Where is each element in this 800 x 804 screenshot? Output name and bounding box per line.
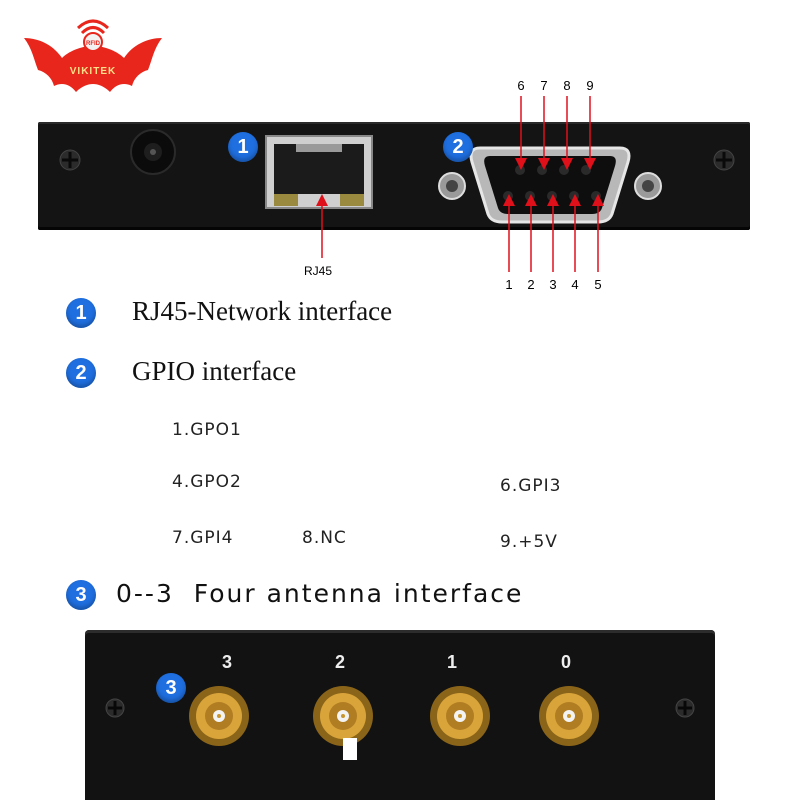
gpio-number-badge: 2	[443, 132, 473, 162]
pin-desc-4: 4.GPO2	[172, 472, 242, 492]
sma-connector-3-icon	[189, 686, 249, 746]
pin-number-6: 6	[517, 78, 525, 93]
bat-logo-icon: RFID VIKITEK	[24, 19, 162, 92]
pin-desc-9: 9.+5V	[500, 532, 558, 552]
pin-number-2: 2	[527, 277, 535, 292]
logo-badge-text: RFID	[86, 41, 101, 47]
legend-badge-2: 2	[66, 358, 96, 388]
vikitek-logo: RFID VIKITEK	[18, 8, 168, 108]
sma-connector-1-icon	[430, 686, 490, 746]
legend-gpio-title: GPIO interface	[132, 356, 297, 386]
pin-number-4: 4	[571, 277, 579, 292]
cable-tag	[343, 738, 357, 760]
sma-connector-0-icon	[539, 686, 599, 746]
antenna-label-3: 3	[222, 652, 233, 672]
screw-icon	[675, 698, 695, 718]
rj45-number-badge: 1	[228, 132, 258, 162]
dc-power-jack-icon	[130, 129, 176, 175]
legend-badge-1: 1	[66, 298, 96, 328]
sma-connector-2-icon	[313, 686, 373, 746]
reader-front-panel	[85, 630, 715, 800]
legend-badge-3: 3	[66, 580, 96, 610]
antenna-number-badge: 3	[156, 673, 186, 703]
antenna-panel-graphic	[105, 686, 695, 746]
antenna-label-0: 0	[561, 652, 572, 672]
pin-desc-8: 8.NC	[302, 528, 347, 548]
pin-number-8: 8	[563, 78, 571, 93]
pin-desc-7: 7.GPI4	[172, 528, 234, 548]
legend-rj45-title: RJ45-Network interface	[132, 296, 393, 326]
antenna-label-2: 2	[335, 652, 346, 672]
screw-icon	[713, 149, 735, 171]
rj45-port-icon	[265, 135, 373, 209]
rj45-label: RJ45	[304, 264, 333, 278]
logo-brand-text: VIKITEK	[70, 66, 116, 77]
legend-antenna-title: 0--3 Four antenna interface	[116, 579, 524, 608]
screw-icon	[59, 149, 81, 171]
pin-number-3: 3	[549, 277, 557, 292]
pin-number-5: 5	[594, 277, 602, 292]
pin-desc-6: 6.GPI3	[500, 476, 562, 496]
pin-number-7: 7	[540, 78, 548, 93]
pin-number-9: 9	[586, 78, 594, 93]
pin-number-1: 1	[505, 277, 513, 292]
callout-arrows	[316, 96, 604, 272]
antenna-label-1: 1	[447, 652, 458, 672]
pin-desc-1: 1.GPO1	[172, 420, 242, 440]
screw-icon	[105, 698, 125, 718]
